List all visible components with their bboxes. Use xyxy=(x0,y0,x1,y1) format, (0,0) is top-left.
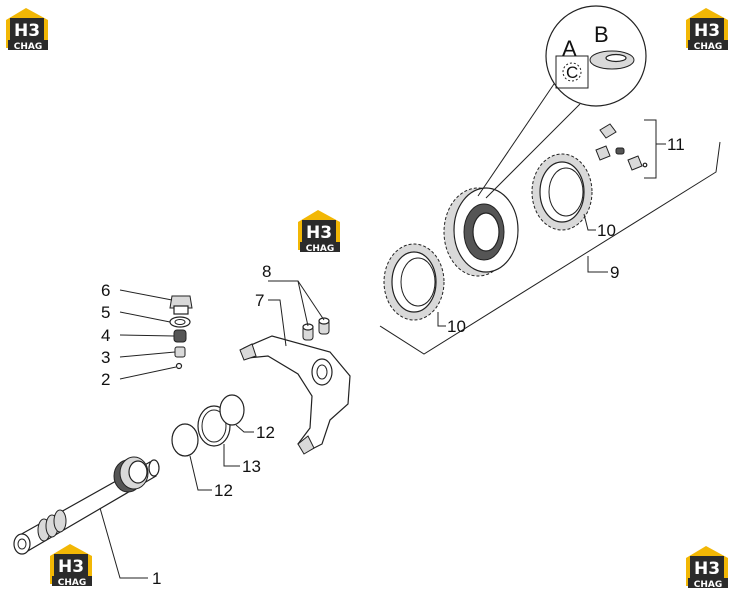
bracket-part-11 xyxy=(644,119,657,179)
detent-kit-part-11 xyxy=(595,123,648,171)
logo-watermark-bottom-right: H3 CHAG xyxy=(686,546,728,590)
detail-letter-b: B xyxy=(594,22,609,47)
logo-watermark-bottom-left: H3 CHAG xyxy=(50,544,92,588)
svg-text:H3: H3 xyxy=(58,557,84,577)
callout-13: 13 xyxy=(242,457,261,476)
o-ring-part-12-right xyxy=(219,394,245,426)
callout-11: 11 xyxy=(667,135,685,154)
detail-letter-a: A xyxy=(562,36,577,61)
bolt-part-6 xyxy=(169,295,193,315)
pin-pair-part-8 xyxy=(302,317,330,341)
svg-text:H3: H3 xyxy=(306,223,332,243)
plunger-part-3 xyxy=(174,346,186,358)
leader-lines xyxy=(99,143,666,579)
detail-letter-c: C xyxy=(566,63,578,82)
callout-8: 8 xyxy=(262,262,271,281)
shift-shaft-part-1 xyxy=(13,456,160,555)
callout-12-right: 12 xyxy=(256,423,275,442)
callout-9: 9 xyxy=(610,263,619,282)
shift-fork-part-7 xyxy=(239,335,351,455)
synchro-ring-part-10-right xyxy=(531,153,593,231)
callout-10-left: 10 xyxy=(447,317,466,336)
svg-text:CHAG: CHAG xyxy=(58,578,87,588)
callout-5: 5 xyxy=(101,303,110,322)
svg-text:CHAG: CHAG xyxy=(694,580,723,590)
detail-inset: A B C xyxy=(477,5,647,199)
spring-part-4 xyxy=(173,329,187,343)
svg-text:H3: H3 xyxy=(694,21,720,41)
svg-text:CHAG: CHAG xyxy=(14,42,43,52)
logo-watermark-center: H3 CHAG xyxy=(298,210,340,254)
svg-text:CHAG: CHAG xyxy=(694,42,723,52)
o-ring-part-12-left xyxy=(171,423,199,457)
logo-watermark-top-left: H3 CHAG xyxy=(6,8,48,52)
callout-6: 6 xyxy=(101,281,110,300)
synchro-sleeve-hub xyxy=(443,187,519,277)
svg-text:CHAG: CHAG xyxy=(306,244,335,254)
group-bracket-part-9 xyxy=(379,141,721,355)
callout-3: 3 xyxy=(101,348,110,367)
callout-7: 7 xyxy=(255,291,264,310)
ball-part-2 xyxy=(175,362,183,370)
svg-text:H3: H3 xyxy=(694,559,720,579)
synchro-ring-part-10-left xyxy=(383,243,445,321)
logo-watermark-top-right: H3 CHAG xyxy=(686,8,728,52)
callout-2: 2 xyxy=(101,370,110,389)
svg-text:H3: H3 xyxy=(14,21,40,41)
callout-4: 4 xyxy=(101,326,110,345)
callout-10-right: 10 xyxy=(597,221,616,240)
callout-12-left: 12 xyxy=(214,481,233,500)
washer-part-5 xyxy=(169,316,191,328)
callout-1: 1 xyxy=(152,569,161,588)
